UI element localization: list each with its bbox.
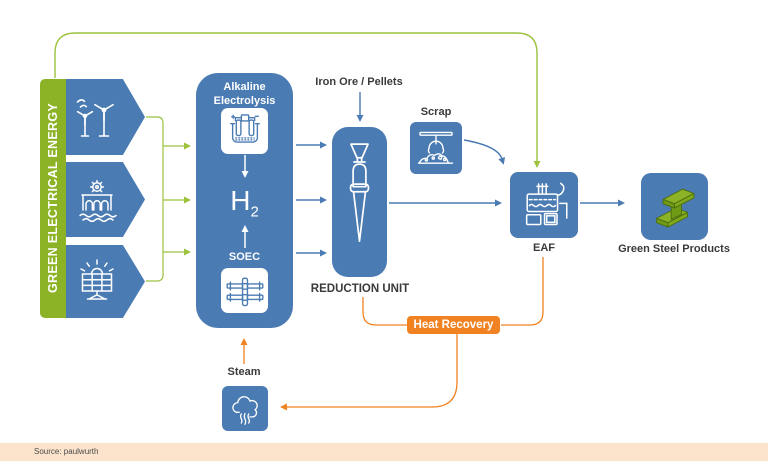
steam-node (222, 386, 268, 431)
hydro-power-icon (79, 179, 117, 222)
green-steel-products-label: Green Steel Products (618, 243, 730, 255)
reduction-unit (332, 127, 387, 277)
solar-panel-icon (80, 258, 114, 300)
steam-label: Steam (227, 366, 261, 378)
h2-letter: H (230, 185, 251, 216)
h2-symbol: H2 (196, 185, 293, 221)
green-steel-products-node (641, 173, 708, 240)
alkaline-electrolysis-label: Alkaline Electrolysis (213, 81, 276, 107)
wind-turbines-icon (76, 99, 114, 137)
green-electrical-energy-bar: GREEN ELECTRICAL ENERGY (40, 79, 66, 318)
eaf-furnace-icon (525, 182, 568, 226)
soec-stack-icon (226, 277, 263, 306)
footer-bar (0, 443, 768, 461)
heat-recovery-tag: Heat Recovery (407, 316, 500, 334)
steam-cloud-icon (232, 395, 258, 425)
electrolysis-tower: Alkaline Electrolysis H2 SOEC (196, 73, 293, 328)
iron-ore-label: Iron Ore / Pellets (315, 76, 403, 88)
energy-source-solar (66, 245, 145, 318)
reduction-unit-label: REDUCTION UNIT (310, 283, 410, 295)
scrap-node (410, 122, 462, 174)
green-electrical-energy-label: GREEN ELECTRICAL ENERGY (46, 103, 60, 294)
alkaline-electrolyzer-icon (229, 114, 260, 143)
alkaline-electrolyzer-tile (221, 108, 268, 154)
steel-beam-icon (655, 188, 694, 228)
scrap-label: Scrap (420, 106, 452, 118)
eaf-node (510, 172, 578, 238)
soec-tile (221, 268, 268, 313)
eaf-label: EAF (533, 242, 555, 254)
h2-subscript: 2 (250, 203, 259, 221)
energy-source-wind (66, 79, 145, 155)
source-label: Source: paulwurth (34, 447, 99, 456)
scrap-crane-icon (417, 131, 454, 164)
soec-label: SOEC (228, 251, 261, 263)
shaft-furnace-icon (349, 143, 370, 243)
energy-source-hydro (66, 162, 145, 237)
